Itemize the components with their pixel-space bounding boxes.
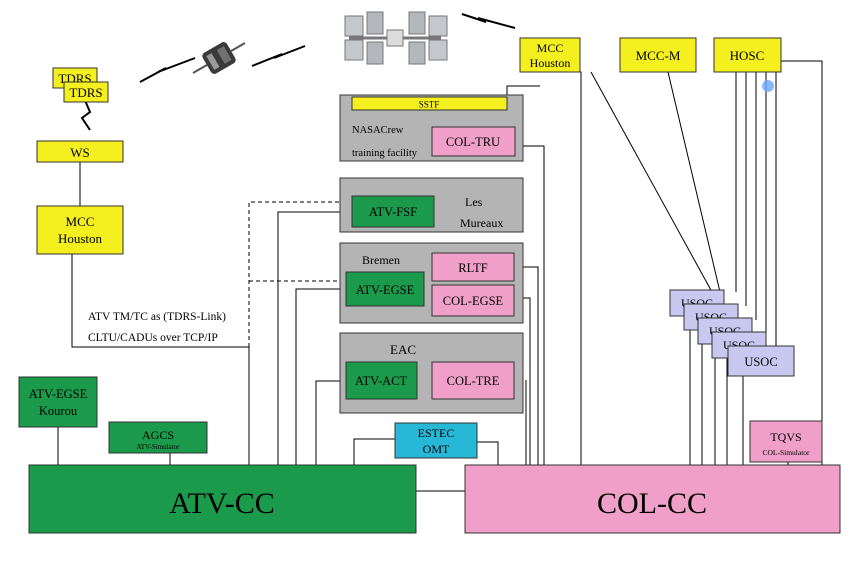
atv-egse-kourou-box: ATV-EGSE Kourou bbox=[18, 376, 98, 428]
svg-text:ESTEC: ESTEC bbox=[418, 426, 455, 440]
svg-text:Houston: Houston bbox=[58, 231, 103, 246]
svg-text:WS: WS bbox=[70, 145, 90, 160]
col-cc-box: COL-CC bbox=[464, 464, 841, 534]
svg-text:TDRS: TDRS bbox=[69, 85, 102, 100]
svg-text:TQVS: TQVS bbox=[770, 430, 801, 444]
col-tre-box: COL-TRE bbox=[431, 361, 515, 400]
atv-spacecraft-icon bbox=[192, 42, 246, 74]
hosc-glow-icon bbox=[762, 80, 774, 92]
link-label-line-1: ATV TM/TC as (TDRS-Link) bbox=[88, 311, 226, 323]
nasa-crew-label-1: NASACrew bbox=[352, 125, 404, 136]
nasa-crew-label-2: training facility bbox=[352, 148, 418, 159]
atv-egse-box: ATV-EGSE bbox=[345, 271, 425, 307]
svg-text:USOC: USOC bbox=[744, 355, 777, 369]
svg-text:COL-TRE: COL-TRE bbox=[447, 374, 500, 388]
tdrs-ws-link bbox=[80, 97, 92, 131]
connections bbox=[57, 60, 823, 492]
les-mureaux-label-1: Les bbox=[465, 195, 483, 209]
usoc-stack: USOC USOC USOC USOC USOC bbox=[669, 289, 795, 377]
ws-box: WS bbox=[36, 140, 124, 163]
mcc-houston-top-box: MCC Houston bbox=[519, 37, 581, 73]
col-tru-box: COL-TRU bbox=[431, 126, 516, 157]
radio-links bbox=[80, 13, 516, 131]
bremen-label: Bremen bbox=[362, 253, 400, 267]
svg-text:ATV-Simulator: ATV-Simulator bbox=[137, 443, 181, 451]
eac-label: EAC bbox=[390, 342, 416, 357]
iss-station-icon bbox=[344, 11, 448, 65]
iss-ground-link bbox=[461, 13, 516, 29]
rltf-box: RLTF bbox=[431, 252, 515, 282]
atv-act-box: ATV-ACT bbox=[345, 361, 418, 400]
link-label-line-2: CLTU/CADUs over TCP/IP bbox=[88, 332, 218, 344]
sstf-box: SSTF bbox=[351, 96, 508, 111]
atv-cc-box: ATV-CC bbox=[28, 464, 417, 534]
mcc-houston-left-box: MCC Houston bbox=[36, 205, 124, 255]
svg-text:RLTF: RLTF bbox=[458, 261, 487, 275]
usoc-box-5: USOC bbox=[727, 345, 795, 377]
svg-text:ATV-FSF: ATV-FSF bbox=[369, 205, 417, 219]
svg-text:ATV-ACT: ATV-ACT bbox=[355, 374, 408, 388]
hosc-box: HOSC bbox=[713, 37, 782, 73]
svg-text:HOSC: HOSC bbox=[730, 48, 765, 63]
col-egse-box: COL-EGSE bbox=[431, 284, 515, 317]
mcc-m-box: MCC-M bbox=[619, 37, 697, 73]
svg-text:Kourou: Kourou bbox=[39, 404, 78, 418]
svg-text:ATV-EGSE: ATV-EGSE bbox=[29, 387, 88, 401]
svg-text:MCC-M: MCC-M bbox=[636, 48, 681, 63]
svg-text:MCC: MCC bbox=[537, 41, 564, 55]
svg-text:ATV-EGSE: ATV-EGSE bbox=[356, 283, 415, 297]
atv-fsf-box: ATV-FSF bbox=[351, 195, 435, 228]
svg-text:COL-TRU: COL-TRU bbox=[446, 135, 500, 149]
tqvs-box: TQVS COL-Simulator bbox=[749, 420, 823, 463]
estec-omt-box: ESTEC OMT bbox=[394, 422, 478, 459]
svg-text:COL-EGSE: COL-EGSE bbox=[443, 294, 504, 308]
tdrs-atv-link bbox=[139, 57, 196, 83]
svg-text:OMT: OMT bbox=[423, 442, 450, 456]
svg-text:COL-Simulator: COL-Simulator bbox=[762, 448, 810, 457]
svg-text:COL-CC: COL-CC bbox=[597, 487, 707, 520]
svg-text:ATV-CC: ATV-CC bbox=[169, 487, 275, 520]
les-mureaux-label-2: Mureaux bbox=[460, 216, 503, 230]
svg-text:AGCS: AGCS bbox=[142, 428, 174, 442]
tdrs-front-box: TDRS bbox=[63, 81, 109, 103]
agcs-box: AGCS ATV-Simulator bbox=[108, 421, 208, 454]
svg-text:SSTF: SSTF bbox=[419, 100, 440, 110]
svg-text:MCC: MCC bbox=[66, 214, 95, 229]
svg-text:Houston: Houston bbox=[530, 56, 571, 70]
atv-iss-link bbox=[251, 45, 306, 67]
